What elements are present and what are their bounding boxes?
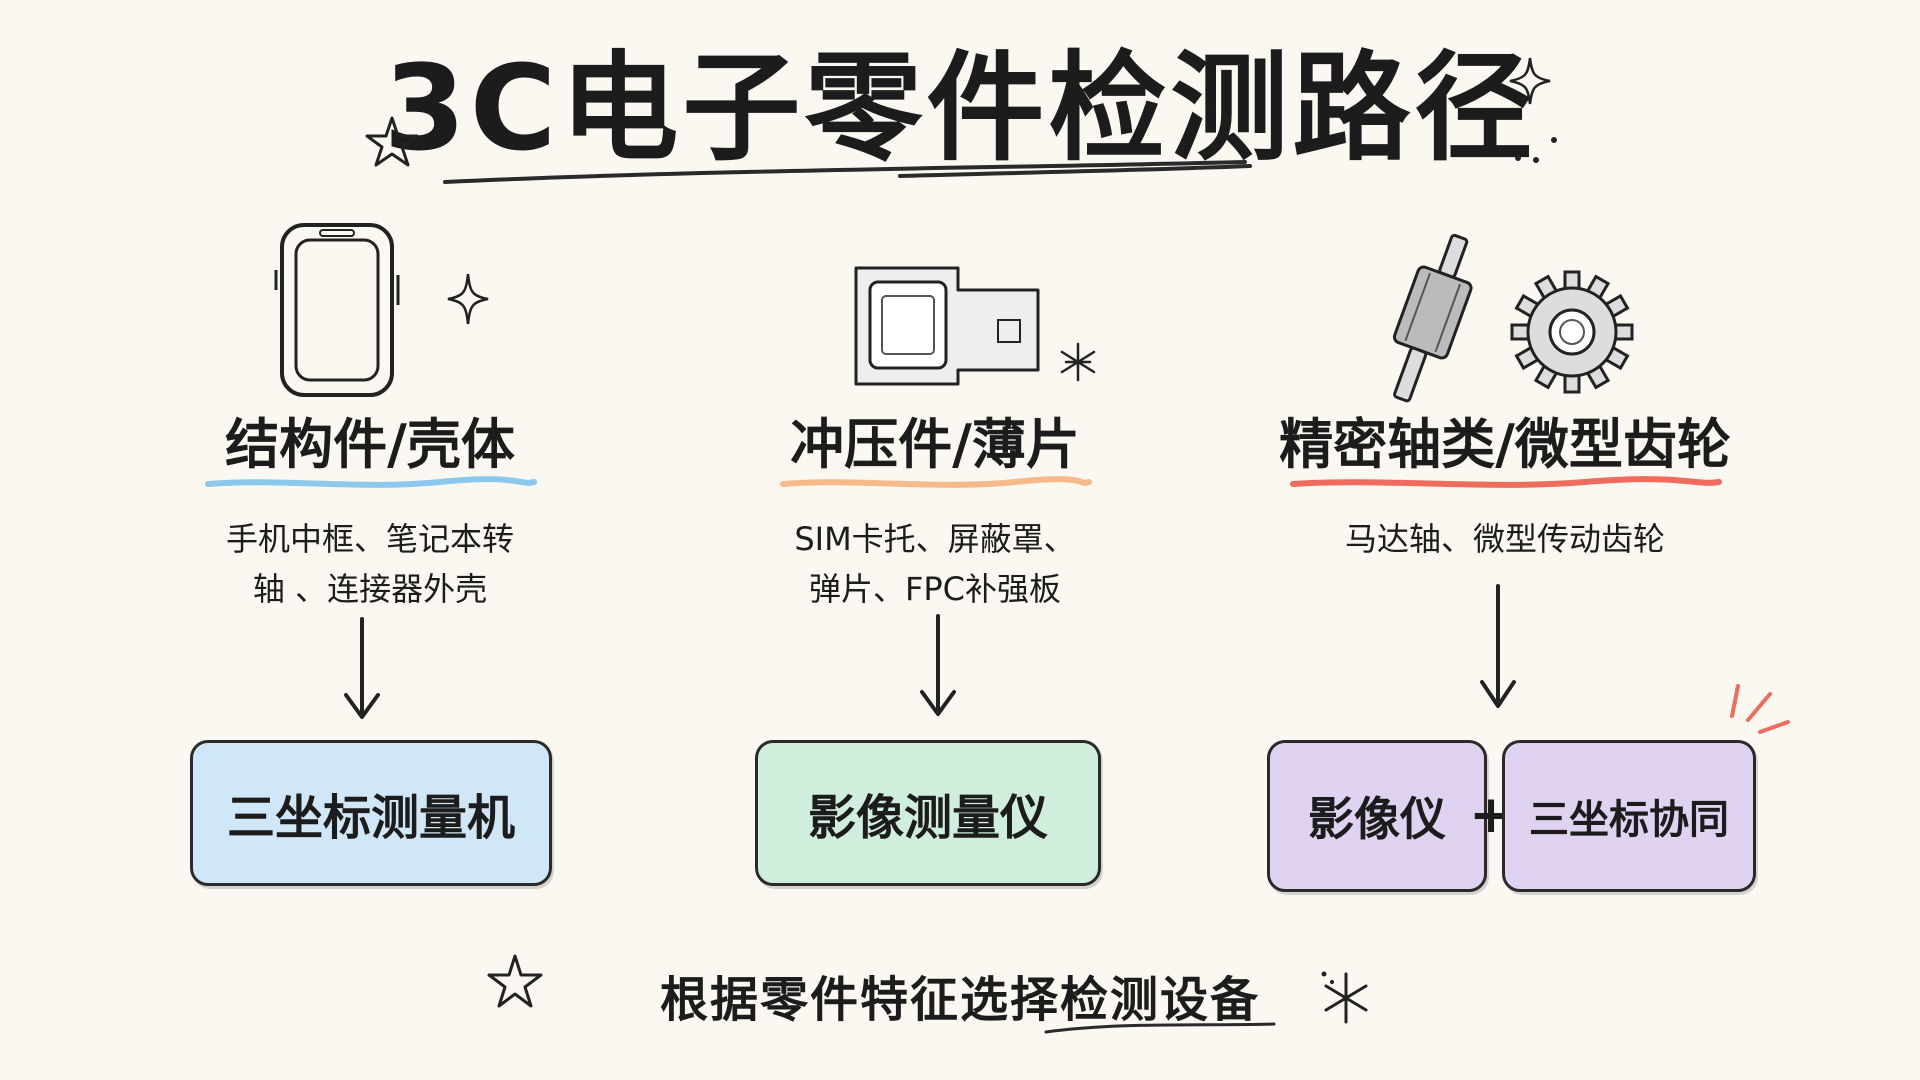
dots-icon <box>1515 137 1557 163</box>
sparkle-icon <box>1509 57 1551 105</box>
column-precision-shaft: 精密轴类/微型齿轮 马达轴、微型传动齿轮 <box>1245 410 1765 564</box>
examples-text: 手机中框、笔记本转 轴 、连接器外壳 <box>225 520 514 608</box>
arrow-down-icon <box>1480 584 1516 708</box>
category-underline <box>780 476 1092 488</box>
examples-text: 马达轴、微型传动齿轮 <box>1344 520 1665 558</box>
device-box-cmm-collab: 三坐标协同 <box>1502 740 1756 892</box>
device-box-vision: 影像测量仪 <box>755 740 1101 886</box>
asterisk-icon <box>1321 971 1368 1024</box>
category-underline <box>205 476 537 488</box>
device-box-cmm: 三坐标测量机 <box>190 740 552 886</box>
asterisk-icon <box>1060 342 1096 382</box>
category-label: 精密轴类/微型齿轮 <box>1279 413 1731 476</box>
title-underline <box>443 160 1252 184</box>
examples-text: SIM卡托、屏蔽罩、 弹片、FPC补强板 <box>794 520 1076 608</box>
category-underline <box>1290 476 1722 488</box>
emphasis-marks-icon <box>1730 684 1790 734</box>
footer-caption: 根据零件特征选择检测设备 <box>659 972 1260 1028</box>
column-structural: 结构件/壳体 手机中框、笔记本转 轴 、连接器外壳 <box>110 410 630 614</box>
category-label: 结构件/壳体 <box>225 413 515 476</box>
star-icon <box>365 116 419 167</box>
device-box-vision-short: 影像仪 <box>1267 740 1487 892</box>
arrow-down-icon <box>920 614 956 716</box>
page-title: 3C电子零件检测路径 <box>383 39 1537 177</box>
footer-underline <box>1044 1022 1276 1034</box>
arrow-down-icon <box>344 617 380 719</box>
motor-shaft-icon <box>1392 233 1473 403</box>
sim-tray-icon <box>854 266 1040 386</box>
gear-icon <box>1510 270 1634 394</box>
star-icon <box>487 954 543 1008</box>
phone-frame-icon <box>274 223 400 397</box>
category-label: 冲压件/薄片 <box>790 413 1080 476</box>
sparkle-icon <box>447 273 489 325</box>
column-stamping: 冲压件/薄片 SIM卡托、屏蔽罩、 弹片、FPC补强板 <box>675 410 1195 614</box>
